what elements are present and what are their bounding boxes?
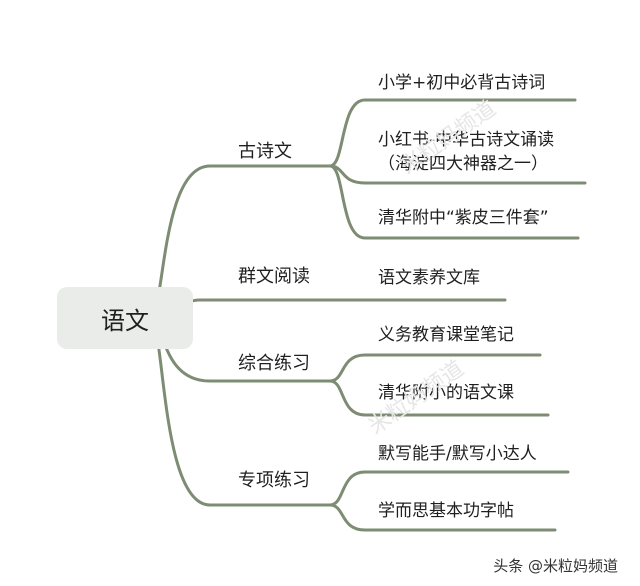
leaf-label-2-0[interactable]: 义务教育课堂笔记 [378, 325, 514, 345]
leaf-label-0-0[interactable]: 小学+初中必背古诗词 [378, 73, 546, 93]
leaf-label-0-1[interactable]: 小红书-中华古诗文诵读 （海淀四大神器之一） [378, 128, 554, 176]
root-node-label: 语文 [101, 306, 149, 335]
root-node[interactable]: 语文 [57, 287, 193, 349]
leaf-label-1-0[interactable]: 语文素养文库 [378, 268, 480, 288]
leaf-connector-3-0 [328, 470, 570, 507]
source-credit: 头条 @米粒妈频道 [493, 557, 618, 575]
branch-label-3[interactable]: 专项练习 [238, 470, 310, 491]
leaf-connector-2-1 [328, 379, 550, 417]
leaf-label-3-0[interactable]: 默写能手/默写小达人 [378, 444, 537, 464]
leaf-label-2-1[interactable]: 清华附小的语文课 [378, 383, 514, 403]
leaf-connector-0-2 [328, 164, 580, 240]
leaf-connector-0-0 [328, 98, 577, 168]
branch-label-2[interactable]: 综合练习 [238, 353, 310, 374]
branch-label-1[interactable]: 群文阅读 [238, 266, 310, 287]
leaf-label-0-1-line2: （海淀四大神器之一） [378, 154, 548, 174]
leaf-label-0-2[interactable]: 清华附中“紫皮三件套” [378, 208, 549, 228]
leaf-label-0-1-line1: 小红书-中华古诗文诵读 [378, 130, 555, 150]
leaf-label-3-1[interactable]: 学而思基本功字帖 [378, 501, 514, 521]
leaf-connector-3-1 [328, 503, 557, 532]
branch-label-0[interactable]: 古诗文 [238, 141, 292, 162]
leaf-connector-2-0 [328, 353, 542, 383]
